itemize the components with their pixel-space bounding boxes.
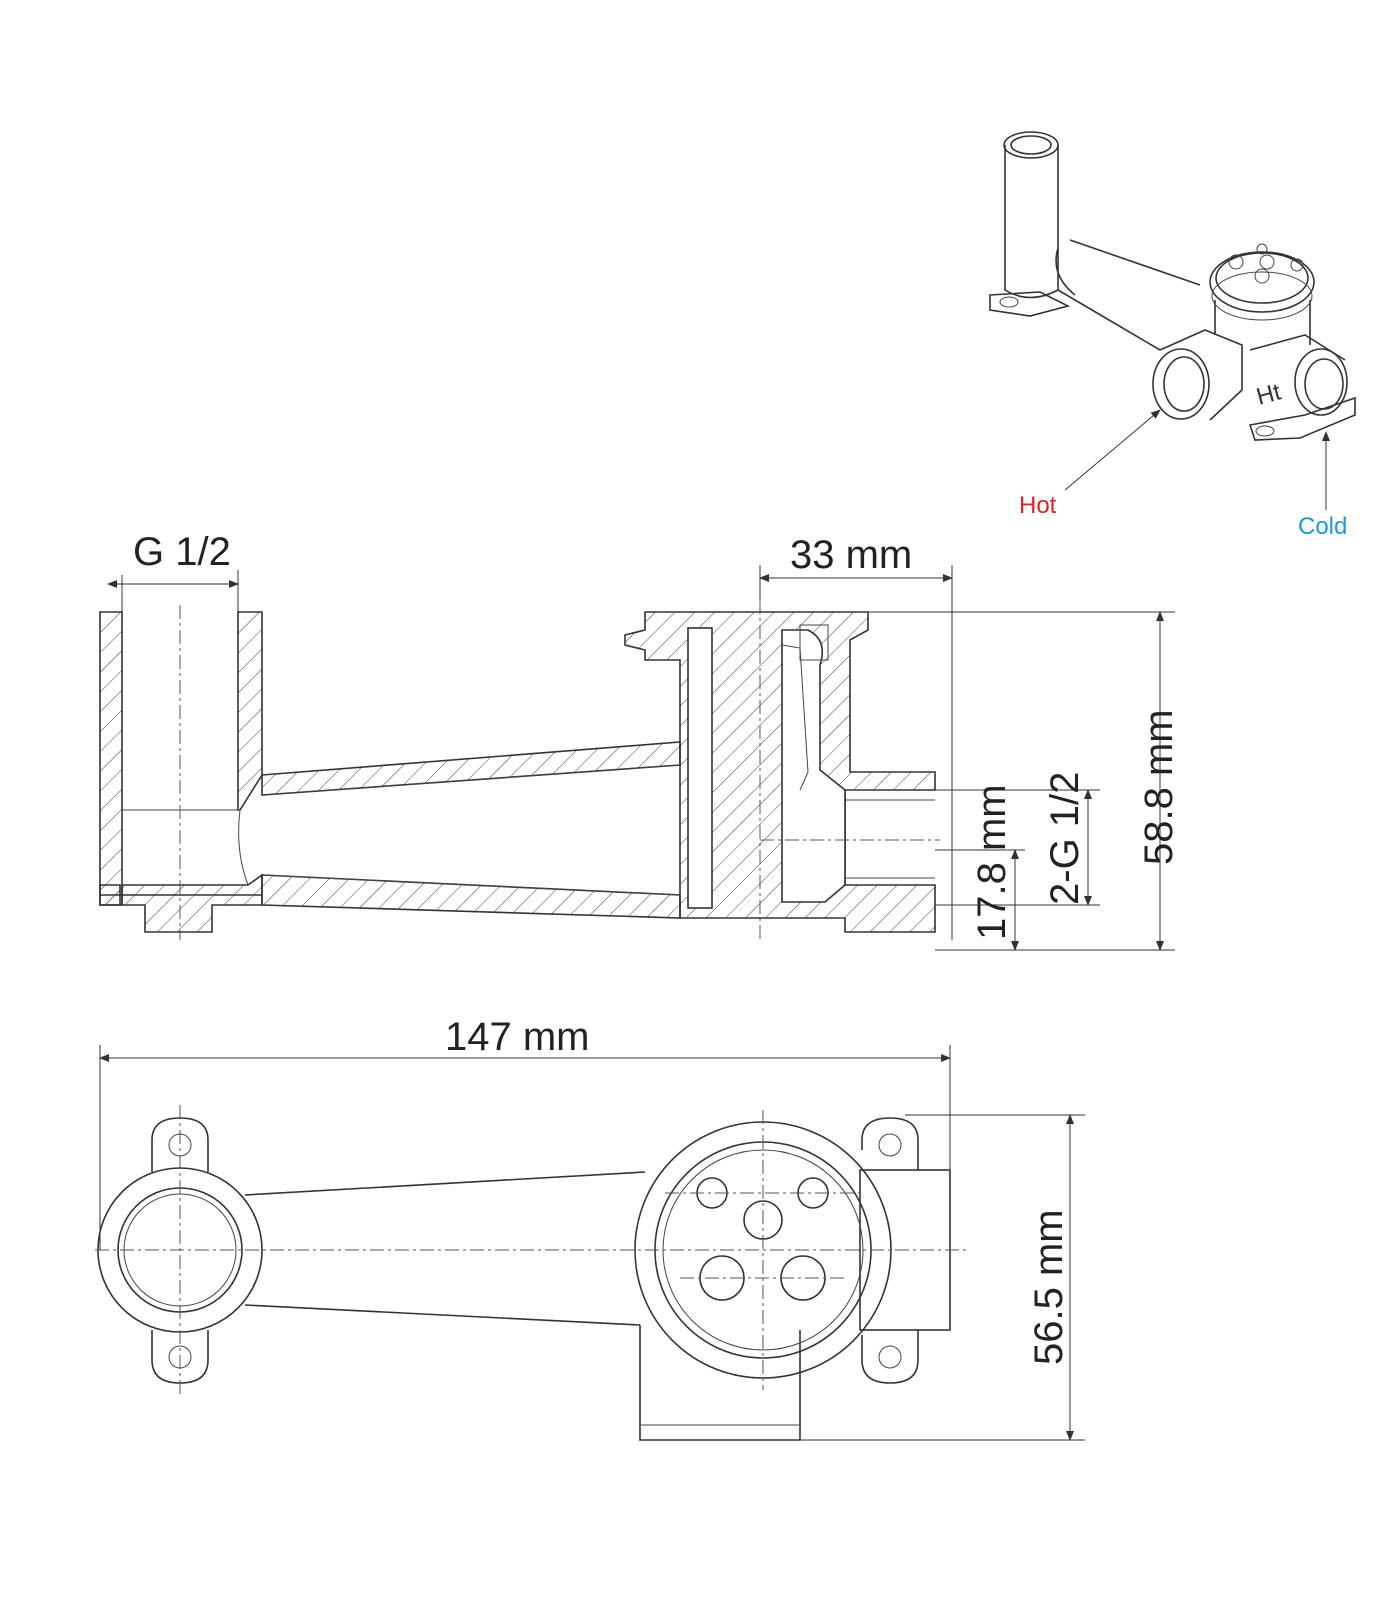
embossed-mark: Ht <box>1254 378 1284 410</box>
iso-cold-port-body <box>1249 334 1346 361</box>
iso-riser-top <box>1003 131 1059 159</box>
iso-body-flange <box>1209 251 1315 313</box>
iso-body-hole <box>1259 254 1275 270</box>
iso-riser <box>1004 145 1059 299</box>
iso-riser-bore <box>1010 135 1052 155</box>
dim-height: 58.8 mm <box>1137 709 1181 865</box>
plan-bottom-stub <box>639 1325 801 1441</box>
section-tube-bore-line <box>261 764 681 896</box>
iso-right-lug-hole <box>1255 425 1275 437</box>
iso-tube <box>1057 239 1201 351</box>
plan-tube <box>244 1171 646 1326</box>
iso-tube-joint <box>1055 247 1076 296</box>
section-riser-left-wall <box>99 611 123 906</box>
section-tube-top-wall <box>261 741 681 796</box>
section-body-channel <box>687 627 713 909</box>
iso-body-ring <box>1211 271 1313 321</box>
cold-label: Cold <box>1298 513 1347 540</box>
section-view: G 1/2 33 mm 58.8 mm 2-G 1/2 17.8 mm <box>99 530 1181 951</box>
plan-lug-hole <box>878 1133 902 1157</box>
section-valve-body <box>624 611 936 933</box>
isometric-view: Ht Hot Cold <box>989 131 1356 540</box>
hot-label: Hot <box>1019 492 1057 519</box>
dim-length: 147 mm <box>445 1015 590 1059</box>
section-riser-corner <box>99 884 121 906</box>
iso-hot-port-bore <box>1163 356 1205 412</box>
section-tube-bottom-wall <box>261 874 681 919</box>
iso-body-hole <box>1254 268 1270 284</box>
dim-outlet-offset: 33 mm <box>790 533 912 577</box>
section-riser-right-wall <box>237 611 263 811</box>
plan-lug <box>861 1330 919 1384</box>
iso-hot-port <box>1152 348 1210 420</box>
iso-body-hole <box>1256 243 1268 255</box>
dim-outlet-height: 17.8 mm <box>970 784 1014 940</box>
section-riser-bore-line <box>122 809 249 886</box>
plan-lug-hole <box>878 1345 902 1369</box>
plan-lug <box>861 1117 919 1170</box>
dim-outlet-thread: 2-G 1/2 <box>1043 772 1087 905</box>
iso-left-lug-hole <box>999 296 1019 308</box>
iso-hot-port-body <box>1159 329 1243 421</box>
iso-body-top <box>1215 252 1309 304</box>
hot-leader-arrow <box>1064 409 1161 491</box>
iso-cold-port-bore <box>1304 358 1344 410</box>
dim-width: 56.5 mm <box>1027 1209 1071 1365</box>
iso-body-hole <box>1228 254 1244 270</box>
iso-cold-port <box>1294 348 1348 416</box>
plan-view: 147 mm 56.5 mm <box>95 1015 1085 1441</box>
dim-thread-inlet: G 1/2 <box>133 530 231 574</box>
iso-body-hole <box>1290 258 1304 272</box>
section-riser-base <box>100 873 263 933</box>
section-cavity-edge <box>781 644 809 791</box>
iso-right-lug <box>1248 396 1356 441</box>
iso-left-lug <box>989 291 1071 317</box>
section-outlet-cavity <box>781 629 846 903</box>
